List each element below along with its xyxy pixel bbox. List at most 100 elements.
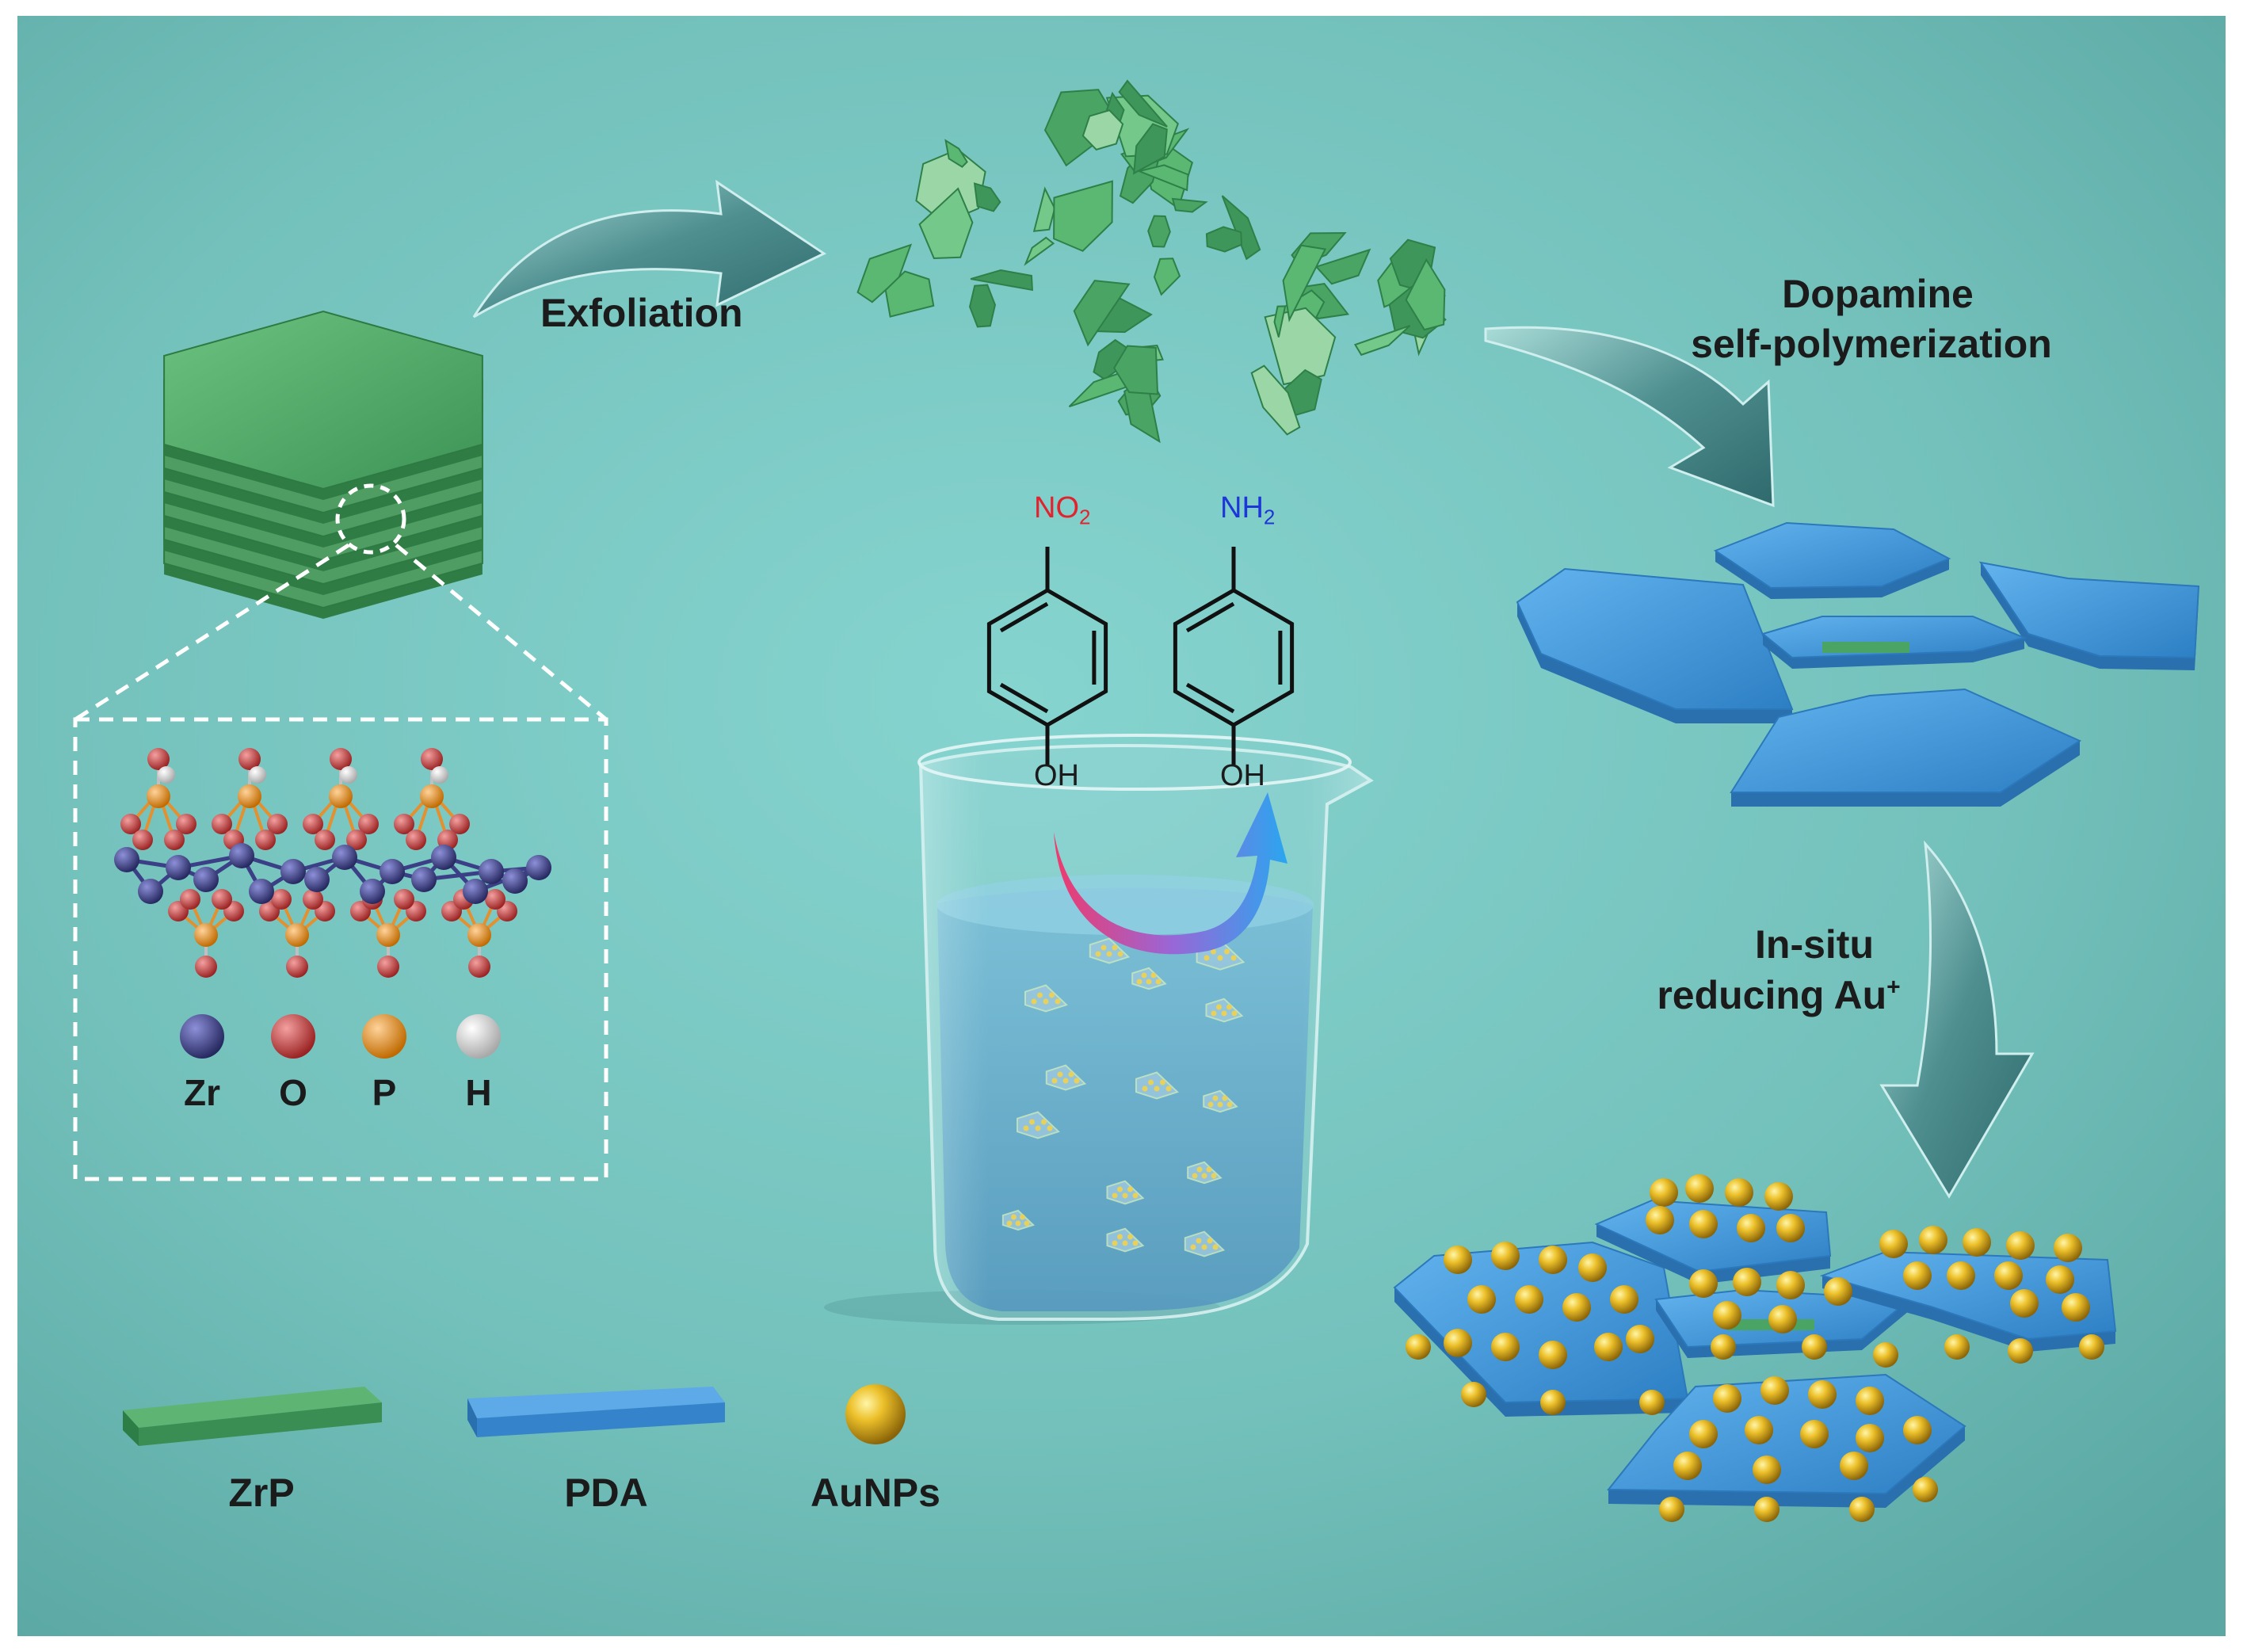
au-dot: [1106, 951, 1112, 957]
au-pda-sheet-edge: [1862, 1299, 1909, 1350]
catalyst-sheet-in-solution: [1089, 937, 1131, 964]
o-atom: [330, 748, 352, 770]
au-dot: [1141, 972, 1147, 979]
h-atom: [431, 766, 448, 784]
au-nanoparticle: [1491, 1242, 1520, 1270]
au-nanoparticle: [1539, 1341, 1567, 1369]
au-nanoparticle: [1947, 1261, 1975, 1290]
pda-sheet-edge: [1981, 563, 2028, 647]
zrp-nanosheet: [918, 187, 974, 259]
zr-atom: [431, 845, 456, 870]
o-atom: [176, 814, 196, 834]
au-dot: [1122, 1240, 1128, 1246]
exfoliation-label: Exfoliation: [540, 291, 743, 335]
double-bond: [999, 682, 1049, 714]
zrp-nanosheet: [1405, 258, 1446, 331]
amino-group-label: NH2: [1220, 491, 1275, 530]
au-dot: [1207, 1101, 1214, 1108]
au-dot: [1117, 951, 1123, 957]
double-bond: [1185, 682, 1235, 714]
o-atom: [271, 889, 292, 910]
au-nanoparticle: [1768, 1305, 1797, 1333]
o-atom: [303, 814, 323, 834]
au-dot: [1165, 1085, 1172, 1092]
zrp-nanosheet: [1250, 364, 1301, 436]
amino-group-text: NH: [1220, 491, 1264, 525]
hydroxyl-label-left: OH: [1034, 759, 1079, 792]
pda-sheet: [1516, 567, 1794, 710]
zrp-nanosheet: [1133, 123, 1168, 175]
au-nanoparticle: [1824, 1277, 1852, 1306]
nitro-group-sub: 2: [1079, 505, 1091, 529]
atom-label-p: P: [372, 1072, 397, 1113]
zoom-line-right: [395, 544, 608, 721]
au-nanoparticle: [1491, 1333, 1520, 1361]
o-atom: [377, 956, 399, 978]
atom-label-h: H: [465, 1072, 492, 1113]
exfoliation-arrow: [472, 179, 827, 319]
o-atom: [147, 748, 170, 770]
insitu-label-line2: reducing Au+: [1657, 972, 1900, 1018]
au-dot: [1055, 998, 1061, 1005]
au-dot: [1041, 1119, 1047, 1125]
au-nanoparticle: [2046, 1265, 2074, 1294]
zrp-nanosheet: [1314, 248, 1371, 285]
nitro-group-text: NO: [1034, 491, 1079, 525]
au-decorated-nanosheets: [1393, 1174, 2117, 1522]
au-nanoparticle: [1840, 1452, 1868, 1480]
catalyst-sheet-in-solution: [1024, 984, 1068, 1013]
insitu-label-text: reducing Au: [1657, 973, 1887, 1017]
o-atom: [286, 956, 308, 978]
o-atom: [180, 889, 200, 910]
au-nanoparticle: [1737, 1214, 1765, 1242]
pda-sheet-edge: [1676, 709, 1792, 723]
au-nanoparticle: [1802, 1334, 1827, 1360]
zrp-nanosheet: [884, 270, 935, 318]
au-nanoparticle: [1659, 1497, 1684, 1522]
h-atom: [340, 766, 357, 784]
au-dot: [1211, 1010, 1217, 1017]
o-atom: [421, 748, 443, 770]
au-dot: [1074, 1078, 1080, 1084]
au-pda-sheet-edge: [1933, 1307, 2028, 1352]
au-nanoparticle: [1725, 1178, 1753, 1207]
zrp-nanosheet: [1024, 236, 1055, 266]
4-aminophenol-structure: [1173, 547, 1295, 765]
zrp-nanosheet: [1053, 180, 1113, 252]
au-dot: [1217, 955, 1223, 961]
zrp-nanosheet: [1147, 215, 1171, 248]
au-nanoparticle: [1776, 1214, 1805, 1242]
zoom-circle: [335, 483, 406, 555]
zr-atom: [526, 855, 551, 880]
au-nanoparticle: [1903, 1416, 1932, 1444]
o-atom: [212, 889, 232, 910]
zrp-nanosheet: [1353, 325, 1411, 357]
au-dot: [1057, 1071, 1063, 1078]
au-pda-sheet-edge: [1886, 1426, 1965, 1508]
au-dot: [1132, 1240, 1139, 1246]
au-dot: [1207, 1238, 1213, 1244]
zr-atom: [380, 859, 405, 884]
au-pda-sheet-edge: [1656, 1299, 1688, 1358]
au-dot: [1142, 1085, 1148, 1092]
au-nanoparticle: [1626, 1325, 1654, 1353]
zr-atom: [332, 845, 357, 870]
atom-legend: [180, 1014, 501, 1059]
au-dot: [1023, 1125, 1029, 1131]
catalyst-sheet-in-solution: [1045, 1064, 1087, 1091]
zr-atom: [411, 867, 437, 892]
o-atom: [195, 956, 217, 978]
catalyst-sheet-in-solution: [1135, 1071, 1179, 1100]
au-dot: [1051, 1078, 1058, 1084]
au-dot: [1035, 1125, 1041, 1131]
zrp-nanosheet: [944, 139, 968, 168]
catalyst-sheet-in-solution: [1106, 1180, 1145, 1205]
o-atom: [238, 748, 261, 770]
au-nanoparticle: [1856, 1387, 1884, 1415]
au-dot: [1112, 944, 1118, 951]
atom-legend-h-ball: [456, 1014, 501, 1059]
atom-label-o: O: [279, 1072, 307, 1113]
zrp-nanosheet: [856, 243, 913, 303]
au-nanoparticle: [2054, 1234, 2082, 1262]
au-dot: [1201, 1244, 1207, 1250]
